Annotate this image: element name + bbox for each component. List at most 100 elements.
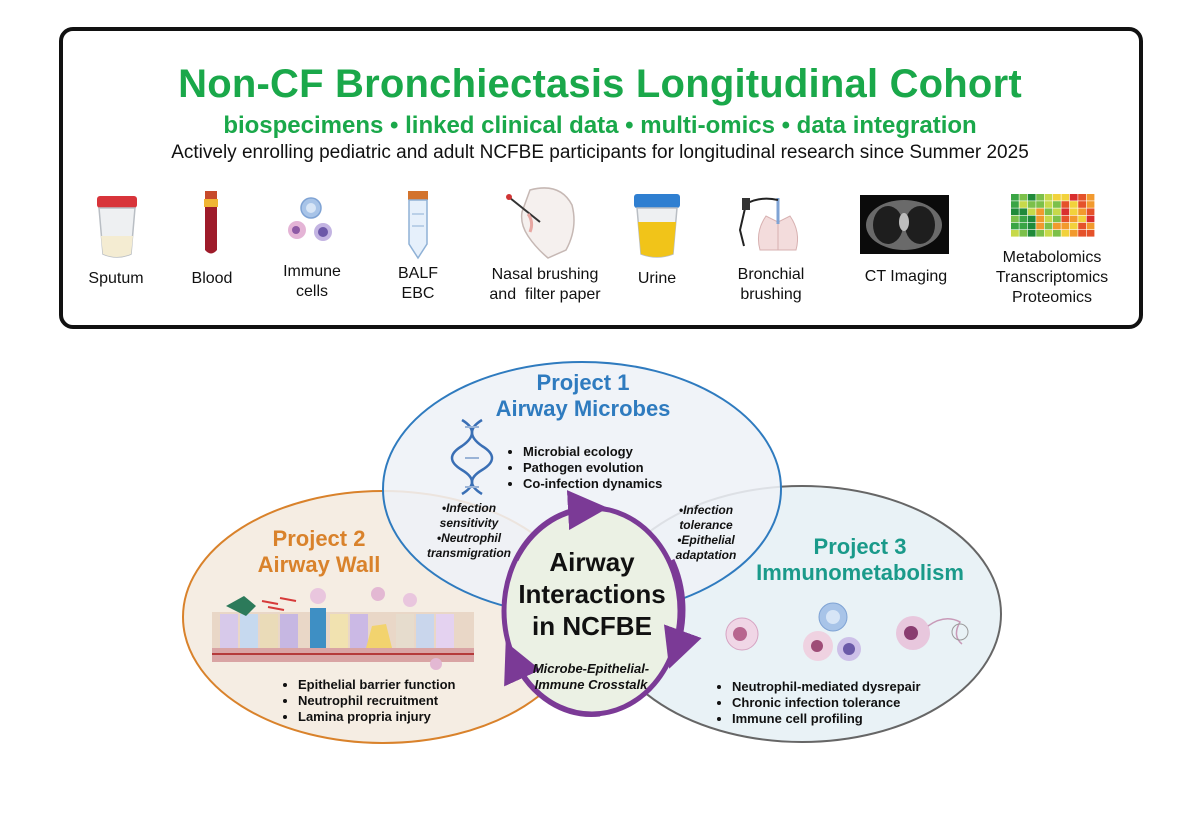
heatmap-cell [1019, 215, 1028, 223]
heatmap-cell [1078, 208, 1086, 215]
conical-tube-icon [408, 191, 428, 260]
neutrophil-cells-illustration-icon [725, 602, 969, 661]
heatmap-cell [1011, 230, 1019, 237]
heatmap-cell [1019, 208, 1028, 215]
heatmap-cell [1011, 208, 1019, 215]
heatmap-cell [1069, 208, 1078, 215]
list-item: Neutrophil-mediated dysrepair [732, 679, 954, 695]
project-1-name: Airway Microbes [495, 396, 671, 421]
specimen-label-ct-imaging: CT Imaging [864, 268, 948, 285]
project-2-label: Project 2 [272, 526, 366, 551]
heatmap-cell [1069, 194, 1078, 201]
project-2-title: Project 2 Airway Wall [234, 526, 404, 578]
list-item: Lamina propria injury [298, 709, 490, 725]
heatmap-cell [1053, 201, 1061, 208]
page-title: Non-CF Bronchiectasis Longitudinal Cohor… [178, 62, 1022, 106]
heatmap-cell [1019, 201, 1028, 208]
heatmap-cell [1069, 215, 1078, 223]
heatmap-cell [1061, 222, 1070, 230]
overlap-p1-p2-text: •Infection sensitivity •Neutrophil trans… [426, 501, 511, 560]
heatmap-cell [1036, 215, 1044, 223]
cohort-header-box [59, 27, 1143, 329]
heatmap-cell [1036, 194, 1044, 201]
heatmap-cell [1061, 215, 1070, 223]
specimen-label-urine: Urine [637, 270, 677, 287]
heatmap-cell [1027, 194, 1036, 201]
specimen-label-immune-cells: Immune cells [283, 263, 341, 300]
project-3-name: Immunometabolism [756, 560, 964, 585]
specimen-label-nasal-brushing: Nasal brushing and filter paper [489, 266, 601, 303]
specimen-label-sputum: Sputum [88, 270, 144, 287]
heatmap-cell [1086, 201, 1095, 208]
heatmap-cell [1011, 215, 1019, 223]
crosstalk-arrow-top [513, 490, 608, 562]
heatmap-cell [1044, 230, 1053, 237]
heatmap-cell [1061, 230, 1070, 237]
heatmap-cell [1086, 215, 1095, 223]
enrollment-tagline: Actively enrolling pediatric and adult N… [171, 142, 1029, 163]
overlap-p1-p3-text: •Infection tolerance •Epithelial adaptat… [675, 503, 737, 562]
project-2-bullets: Epithelial barrier function Neutrophil r… [280, 677, 490, 725]
heatmap-cell [1078, 215, 1086, 223]
center-subtitle: Microbe-Epithelial- Immune Crosstalk [532, 661, 650, 692]
blood-tube-icon [204, 191, 218, 254]
heatmap-cell [1086, 222, 1095, 230]
ct-scan-icon [860, 195, 949, 254]
specimen-label-bronchial-brushing: Bronchial brushing [737, 266, 805, 303]
heatmap-cell [1061, 201, 1070, 208]
heatmap-cell [1011, 222, 1019, 230]
heatmap-cell [1053, 194, 1061, 201]
heatmap-cell [1019, 230, 1028, 237]
heatmap-cell [1061, 208, 1070, 215]
heatmap-cell [1036, 222, 1044, 230]
page-subtitle: biospecimens • linked clinical data • mu… [223, 112, 977, 139]
heatmap-cell [1019, 194, 1028, 201]
heatmap-cell [1044, 194, 1053, 201]
heatmap-cell [1078, 222, 1086, 230]
heatmap-cell [1078, 230, 1086, 237]
heatmap-cell [1036, 201, 1044, 208]
heatmap-icon [1011, 194, 1095, 237]
specimen-icons [97, 187, 1095, 260]
heatmap-cell [1086, 230, 1095, 237]
center-title: Airway Interactions in NCFBE [518, 547, 666, 641]
nasal-swab-head-icon [506, 187, 575, 259]
heatmap-cell [1086, 194, 1095, 201]
project-1-bullets: Microbial ecology Pathogen evolution Co-… [505, 444, 705, 492]
heatmap-cell [1053, 222, 1061, 230]
heatmap-cell [1053, 230, 1061, 237]
list-item: Immune cell profiling [732, 711, 954, 727]
urine-cup-icon [634, 194, 680, 258]
heatmap-cell [1078, 194, 1086, 201]
heatmap-cell [1011, 194, 1019, 201]
heatmap-cell [1069, 230, 1078, 237]
heatmap-cell [1078, 201, 1086, 208]
dna-helix-icon [450, 418, 494, 496]
heatmap-cell [1027, 230, 1036, 237]
heatmap-cell [1027, 201, 1036, 208]
sputum-cup-icon [97, 196, 137, 258]
bronchoscope-lungs-icon [738, 197, 798, 251]
heatmap-cell [1019, 222, 1028, 230]
heatmap-cell [1027, 208, 1036, 215]
project-3-bullets: Neutrophil-mediated dysrepair Chronic in… [714, 679, 954, 727]
heatmap-cell [1036, 208, 1044, 215]
specimen-label-balf-ebc: BALF EBC [397, 265, 438, 302]
immune-cells-icon [288, 197, 332, 241]
crosstalk-arrow-bottom [504, 641, 601, 717]
airway-epithelium-illustration-icon [212, 587, 474, 670]
list-item: Co-infection dynamics [523, 476, 705, 492]
heatmap-cell [1053, 208, 1061, 215]
heatmap-cell [1011, 201, 1019, 208]
heatmap-cell [1061, 194, 1070, 201]
specimen-label-blood: Blood [191, 270, 233, 287]
heatmap-cell [1027, 215, 1036, 223]
list-item: Pathogen evolution [523, 460, 705, 476]
heatmap-cell [1086, 208, 1095, 215]
heatmap-cell [1044, 215, 1053, 223]
heatmap-cell [1036, 230, 1044, 237]
project-3-title: Project 3 Immunometabolism [740, 534, 980, 586]
project-3-label: Project 3 [813, 534, 907, 559]
heatmap-cell [1027, 222, 1036, 230]
list-item: Epithelial barrier function [298, 677, 490, 693]
